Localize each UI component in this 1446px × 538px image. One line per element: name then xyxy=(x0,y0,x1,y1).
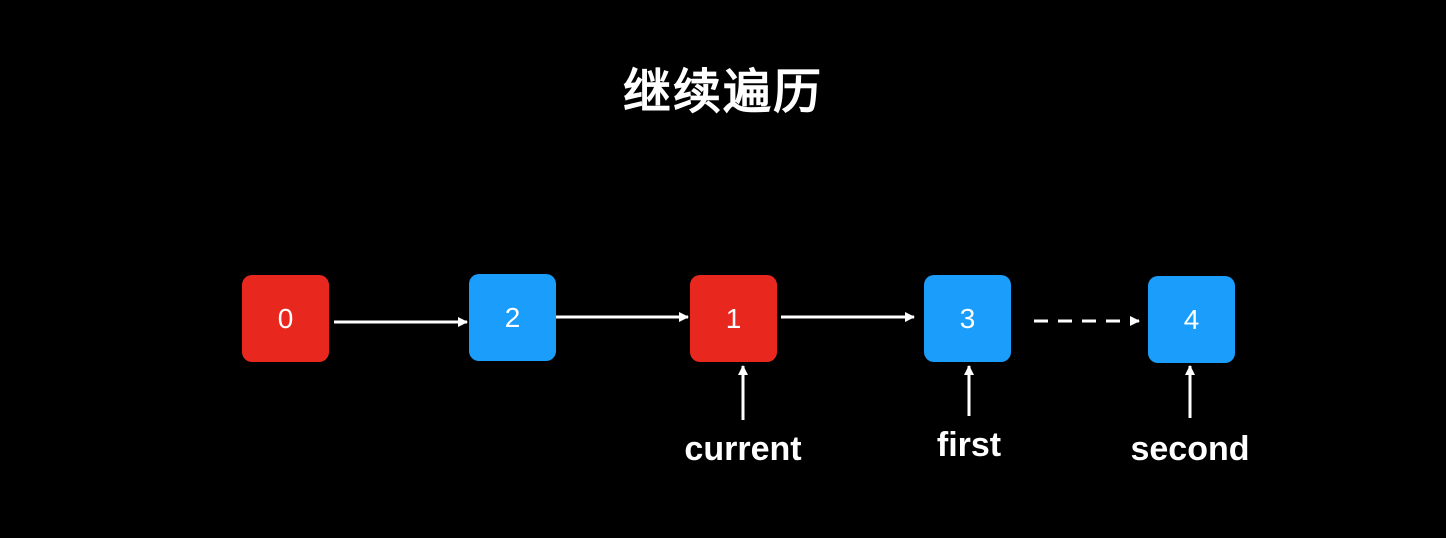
node-3-value: 3 xyxy=(959,302,976,334)
pointer-label-second: second xyxy=(1130,430,1250,468)
node-3: 3 xyxy=(924,275,1011,362)
node-1: 1 xyxy=(690,275,777,362)
node-4-value: 4 xyxy=(1183,303,1200,335)
node-2-value: 2 xyxy=(504,301,521,333)
node-0: 0 xyxy=(242,275,329,362)
pointer-label-first: first xyxy=(936,426,1002,464)
pointer-label-current: current xyxy=(684,430,802,468)
diagram-title: 继续遍历 xyxy=(622,64,823,120)
node-2: 2 xyxy=(469,274,556,361)
node-4: 4 xyxy=(1148,276,1235,363)
node-0-value: 0 xyxy=(277,302,294,334)
node-1-value: 1 xyxy=(725,302,742,334)
